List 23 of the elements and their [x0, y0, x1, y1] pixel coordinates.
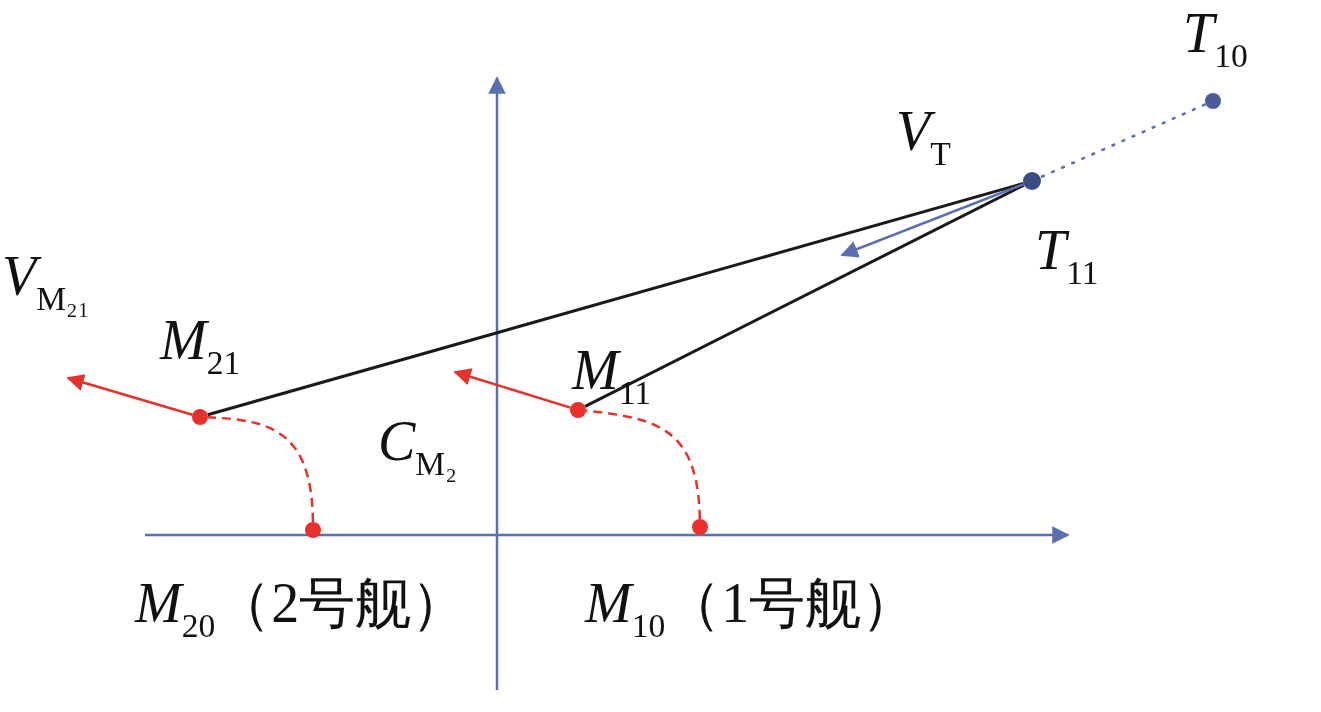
point-dot — [1023, 172, 1041, 190]
connector-line — [584, 183, 1025, 408]
dashed-arc — [585, 409, 702, 520]
velocity-arrow — [453, 368, 571, 409]
point-dot — [305, 522, 321, 538]
point-dot — [1205, 93, 1221, 109]
velocity-arrow — [66, 374, 193, 416]
point-label: M$_{11}$ — [572, 342, 651, 410]
connector-line — [207, 182, 1024, 417]
dotted-line — [1039, 103, 1207, 179]
vector-label: V$_{T}$ — [896, 103, 951, 171]
point-label: M$_{10}$（1号舰） — [585, 575, 918, 643]
point-label: T$_{10}$ — [1183, 5, 1248, 73]
vector-label: V$_{M₂₁}$ — [2, 248, 90, 316]
point-label: M$_{21}$ — [160, 312, 241, 380]
point-dot — [192, 409, 208, 425]
vector-label: C$_{M₂}$ — [378, 413, 457, 481]
velocity-arrow — [840, 183, 1025, 258]
point-dot — [570, 402, 586, 418]
point-label: M$_{20}$（2号舰） — [135, 575, 468, 643]
dashed-arc — [207, 416, 315, 523]
point-dot — [692, 519, 708, 535]
point-label: T$_{11}$ — [1035, 222, 1099, 290]
